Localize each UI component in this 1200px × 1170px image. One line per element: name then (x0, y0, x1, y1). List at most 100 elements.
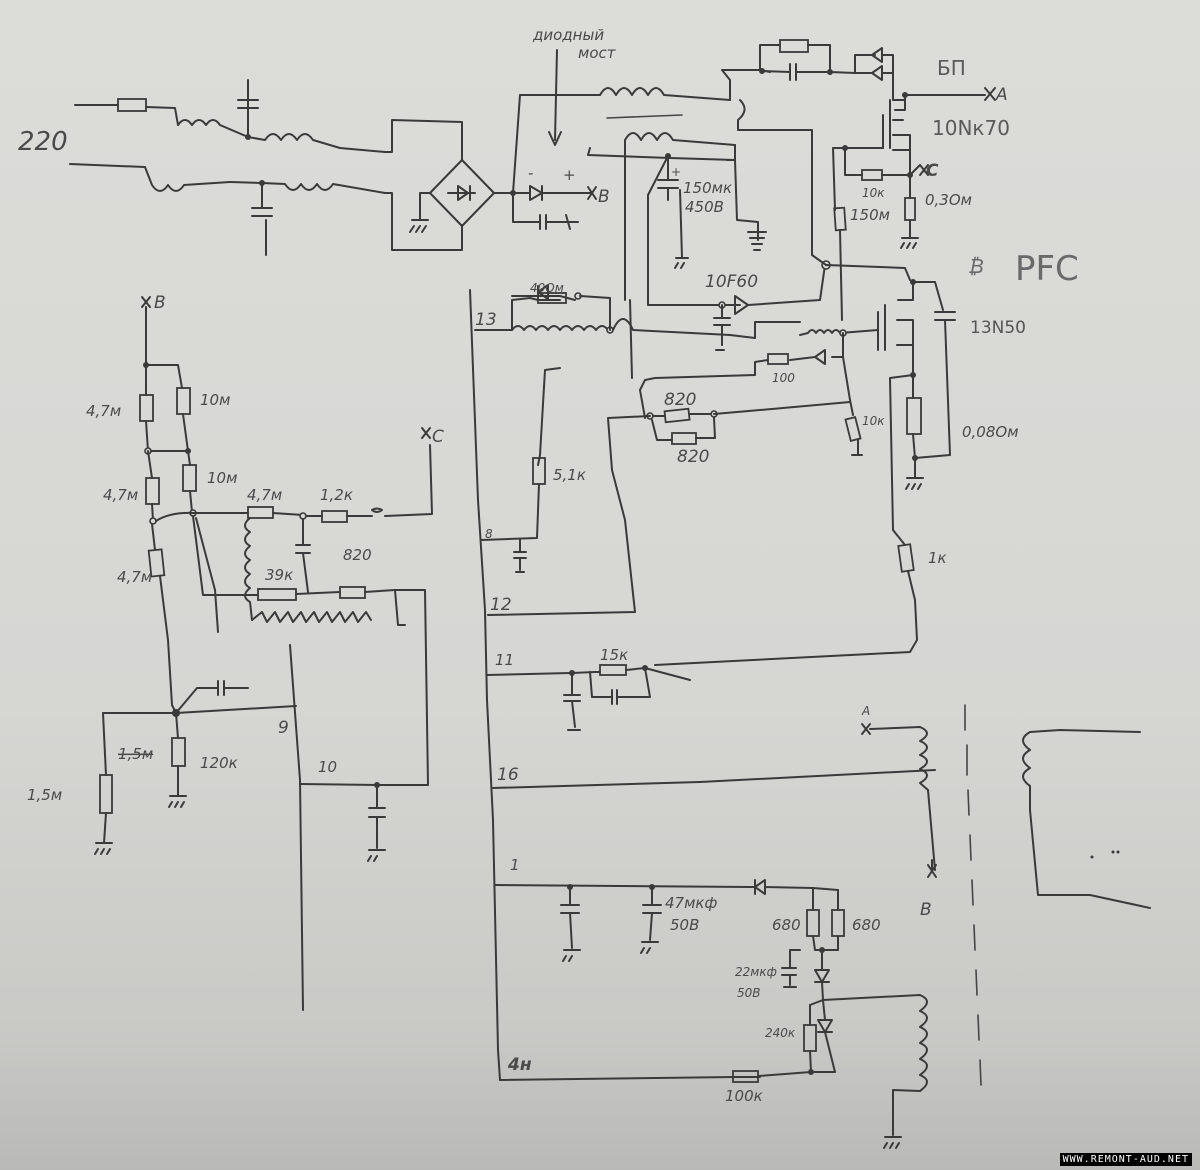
resistor-10m-1 (176, 387, 191, 415)
resistor-10m-2-label: 10м (207, 469, 237, 487)
bridge-rectifier (429, 159, 495, 227)
struck-label: 1,5м (118, 745, 153, 763)
struck-mark: ₿ (968, 254, 984, 278)
resistor-100k-pin4-label: 100к (725, 1087, 763, 1105)
fuse (117, 98, 147, 112)
resistor-10m-2 (182, 464, 197, 492)
output-transformer: A B (861, 704, 1151, 1086)
resistor-100k-top (779, 39, 809, 53)
resistor-10k-gate (861, 169, 883, 181)
resistor-5k1-label: 5,1к (553, 466, 586, 484)
resistor-4.7m-series (247, 506, 274, 519)
resistor-0.08ohm (906, 397, 922, 435)
watermark: WWW.REMONT-AUD.NET (1059, 1153, 1192, 1166)
resistor-4.7m-2 (145, 477, 160, 505)
pin-4-label: 4н (507, 1055, 532, 1075)
resistor-1.5m-label: 1,5м (27, 786, 62, 804)
rectifier-annotation: диодный (532, 26, 604, 44)
resistor-820-left (339, 586, 366, 599)
resistor-680-a (806, 909, 820, 937)
resistor-0.08ohm-label: 0,08Ом (962, 423, 1019, 441)
resistor-10k-pfc (844, 416, 862, 442)
node-b-left: B (154, 293, 166, 313)
pin-13-label: 13 (475, 310, 497, 330)
node-b-top: B (598, 187, 610, 207)
left-section: B 4,7м 10м 4,7м 10м 4,7м 1,2к C 4,7м (27, 293, 444, 862)
resistor-4.7m-1 (139, 394, 154, 422)
bridge-output: - + B (493, 94, 610, 230)
resistor-40ohm (537, 292, 567, 304)
pin-11-label: 11 (495, 651, 514, 669)
resistor-15k-label: 15к (600, 646, 628, 664)
pin-9-label: 9 (278, 718, 289, 738)
pin-16-label: 16 (497, 765, 519, 785)
resistor-820-left-label: 820 (343, 546, 372, 564)
resistor-4.7m-series-label: 4,7м (247, 486, 282, 504)
resistor-10k-pfc-label: 10к (862, 414, 885, 428)
resistor-10k-gate-label: 10к (862, 186, 885, 200)
resistor-150 (833, 206, 847, 232)
cap-50v-label: 50В (670, 916, 699, 934)
rectifier-annotation-2: мост (578, 44, 617, 62)
bp-label: БП (937, 56, 966, 80)
pin-12-label: 12 (490, 595, 512, 615)
resistor-150-label: 150м (850, 206, 890, 224)
resistor-680-b-label: 680 (852, 916, 881, 934)
transistor-10nk70-label: 10Nк70 (932, 116, 1010, 140)
transistor-13n50-label: 13N50 (970, 318, 1026, 338)
input-filter (69, 79, 495, 256)
resistor-120k (171, 737, 186, 767)
resistor-820-b-label: 820 (677, 447, 709, 467)
resistor-0.3ohm-label: 0,3Ом (925, 191, 972, 209)
resistor-680-b (831, 909, 845, 937)
pin-1-label: 1 (510, 856, 520, 874)
cap-450v-label: 450В (685, 198, 724, 216)
node-a-right: A (861, 704, 870, 718)
pfc-label: PFC (1015, 249, 1079, 289)
resistor-120k-label: 120к (200, 754, 238, 772)
resistor-820-a (663, 407, 691, 424)
cap-22u-voltage-label: 50В (737, 986, 761, 1000)
resistor-1.2k-label: 1,2к (320, 486, 353, 504)
resistor-0.3ohm (904, 197, 916, 221)
resistor-4.7m-1-label: 4,7м (86, 402, 121, 420)
minus-label: - (528, 164, 533, 182)
pin1-supply: 47мкф 50В 680 680 22мкф 50В 240к 100к (560, 879, 928, 1149)
resistor-4.7m-3 (147, 548, 166, 578)
main-stage: + 150мк 450В 10F60 (587, 69, 831, 351)
node-c-top: C (926, 161, 939, 181)
resistor-1.5m (99, 774, 113, 814)
resistor-40ohm-label: 40Ом (530, 281, 564, 295)
node-c-left: C (432, 427, 444, 447)
resistor-100-gate (767, 353, 789, 365)
bp-stage: A БП 10Nк70 C 10к 0,3Ом 150м (759, 39, 1010, 321)
mains-voltage-label: 220 (18, 127, 68, 157)
cap-150u-label: 150мк (683, 179, 732, 197)
resistor-15k (599, 664, 627, 676)
resistor-820-a-label: 820 (664, 390, 696, 410)
resistor-820-b (671, 432, 697, 445)
diode-10f60-label: 10F60 (705, 272, 758, 292)
pin-8-label: 8 (485, 527, 493, 541)
plus-label: + (563, 166, 576, 184)
cap-22u-label: 22мкф (735, 965, 777, 979)
resistor-680-a-label: 680 (772, 916, 801, 934)
controller-pins: 13 40Ом 5,1к 8 12 11 15к 16 (289, 281, 936, 1081)
pfc-stage: 13N50 0,08Ом 1к 100 10к 820 820 (487, 279, 1026, 666)
resistor-240k-label: 240к (765, 1026, 796, 1040)
pin-10-label: 10 (318, 758, 337, 776)
resistor-1k-label: 1к (928, 549, 947, 567)
cap-47u-label: 47мкф (665, 894, 717, 912)
annotation-arrow (548, 49, 562, 146)
node-b-right: B (920, 900, 932, 920)
node-a-top: A (995, 85, 1008, 105)
resistor-240k (803, 1024, 817, 1052)
resistor-100-label: 100 (772, 371, 795, 385)
resistor-4.7m-3-label: 4,7м (117, 568, 152, 586)
resistor-1k (897, 543, 915, 573)
resistor-4.7m-2-label: 4,7м (103, 486, 138, 504)
cap-plus: + (671, 165, 681, 179)
resistor-39k-label: 39к (265, 566, 293, 584)
